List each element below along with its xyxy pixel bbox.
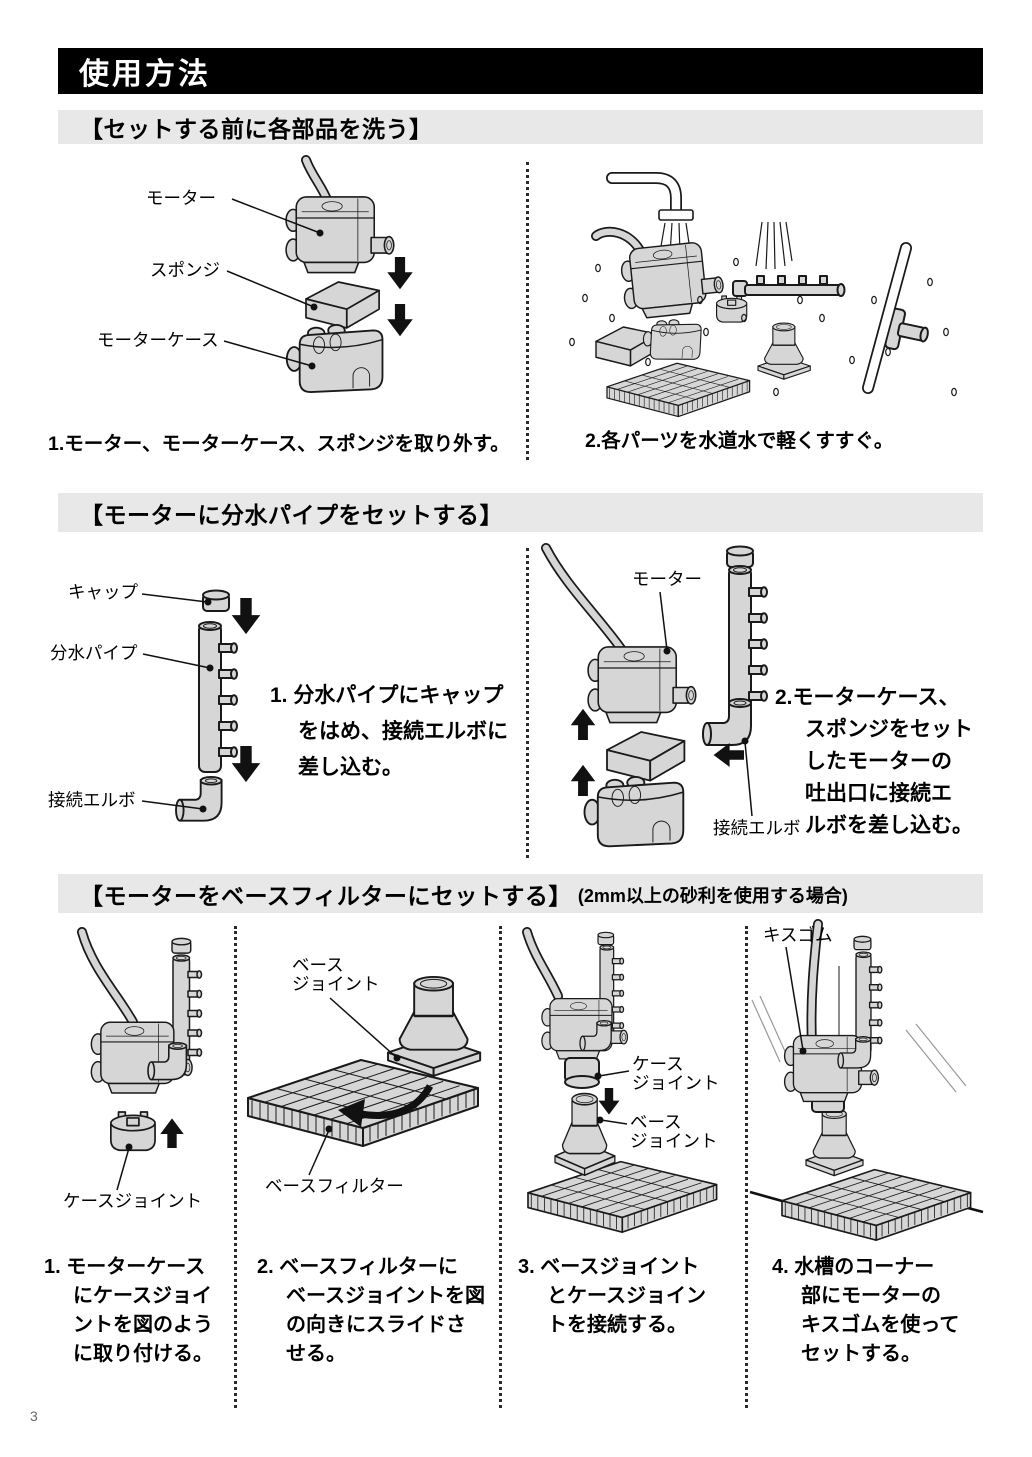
- label-sponge: スポンジ: [150, 260, 220, 280]
- page-title: 使用方法: [79, 58, 211, 91]
- label-branch-pipe: 分水パイプ: [50, 643, 138, 663]
- section3-divider-1: [234, 926, 237, 1408]
- label-cap: キャップ: [68, 582, 138, 602]
- section3-heading: 【モーターをベースフィルターにセットする】: [80, 882, 572, 909]
- section3-step1: 1. モーターケース にケースジョイ ントを図のよう に取り付ける。: [44, 1256, 213, 1365]
- label-base-joint: ベース ジョイント: [292, 955, 380, 994]
- section2-heading: 【モーターに分水パイプをセットする】: [80, 501, 503, 528]
- section1-step2: 2.各パーツを水道水で軽くすすぐ。: [585, 430, 894, 452]
- label-base-filter: ベースフィルター: [265, 1176, 404, 1196]
- label-suction-cup: キスゴム: [763, 925, 833, 945]
- tee-part: [884, 307, 929, 351]
- page-title-bar: 使用方法: [58, 48, 983, 94]
- section1-divider: [526, 162, 529, 460]
- section3-heading-note: (2mm以上の砂利を使用する場合): [577, 885, 848, 906]
- label-case-joint: ケースジョイント: [63, 1191, 203, 1211]
- section2-step2: 2.モーターケース、 スポンジをセット したモーターの 吐出口に接続エ ルボを差…: [775, 686, 973, 837]
- motor-elbow-diagram: [541, 543, 768, 848]
- section1-heading-bar: 【セットする前に各部品を洗う】: [58, 110, 983, 144]
- section1-heading: 【セットする前に各部品を洗う】: [80, 116, 433, 142]
- section3-step4: 4. 水槽のコーナー 部にモーターの キスゴムを使って セットする。: [772, 1256, 960, 1365]
- label-motor-2: モーター: [632, 569, 702, 589]
- section2-step1: 1. 分水パイプにキャップ をはめ、接続エルボに 差し込む。: [270, 684, 508, 779]
- pipe-assembly-diagram: [141, 589, 261, 822]
- label-motor-case: モーターケース: [97, 330, 219, 350]
- section3-divider-2: [499, 926, 502, 1408]
- section2-heading-bar: 【モーターに分水パイプをセットする】: [58, 493, 983, 532]
- disassembly-diagram: [223, 155, 413, 393]
- label-elbow: 接続エルボ: [48, 790, 136, 810]
- label-motor: モーター: [146, 188, 216, 208]
- label-base-joint-2: ベース ジョイント: [630, 1112, 718, 1151]
- case-joint-diagram: [77, 927, 203, 1191]
- section3-step2: 2. ベースフィルターに ベースジョイントを図 の向きにスライドさ せる。: [257, 1256, 485, 1365]
- page-number: 3: [30, 1408, 38, 1424]
- label-elbow-2: 接続エルボ: [713, 818, 801, 838]
- base-joint-slide-diagram: [247, 975, 482, 1176]
- section3-divider-3: [745, 926, 748, 1408]
- section2-divider: [526, 548, 529, 858]
- rinsing-diagram: [569, 172, 957, 418]
- tank-corner-diagram: [749, 919, 984, 1241]
- section3-step3: 3. ベースジョイント とケースジョイン トを接続する。: [518, 1256, 706, 1336]
- spray-pipe-part: [732, 275, 846, 297]
- label-case-joint-2: ケース ジョイント: [632, 1054, 720, 1093]
- connect-joints-diagram: [522, 927, 718, 1233]
- section1-step1: 1.モーター、モーターケース、スポンジを取り外す。: [48, 433, 510, 455]
- section3-heading-bar: 【モーターをベースフィルターにセットする】 (2mm以上の砂利を使用する場合): [58, 874, 983, 913]
